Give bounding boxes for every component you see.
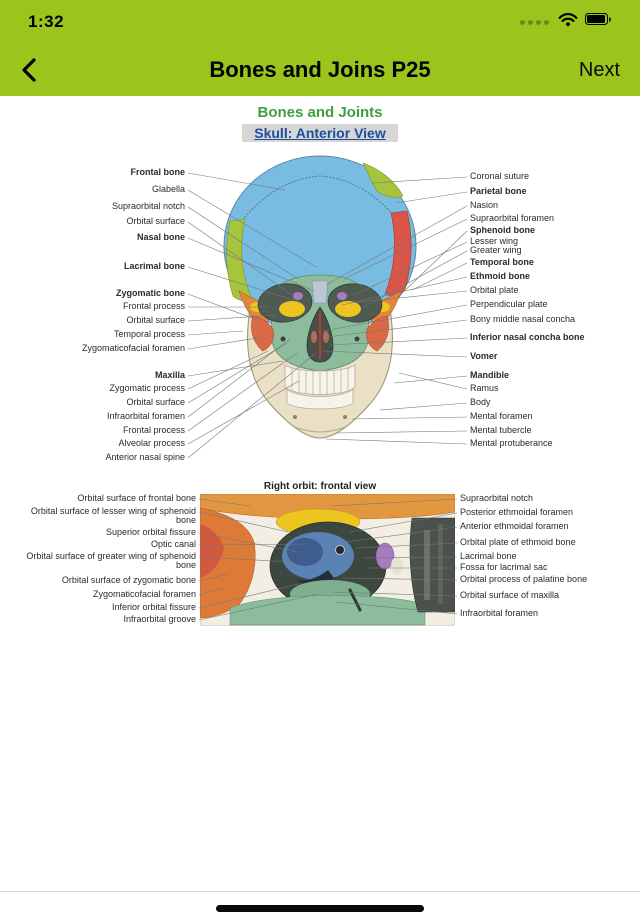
- anatomy-label: Fossa for lacrimal sac: [460, 562, 548, 572]
- back-button[interactable]: [18, 55, 48, 85]
- anatomy-label: Orbital surface of maxilla: [460, 590, 560, 600]
- anatomy-label: Nasal bone: [136, 232, 185, 242]
- anatomy-label: Orbital plate of ethmoid bone: [460, 537, 576, 547]
- anatomy-label: Frontal bone: [130, 167, 186, 177]
- skull-illustration: [223, 155, 417, 439]
- anatomy-label: Bony middle nasal concha: [470, 314, 576, 324]
- anatomy-label: Alveolar process: [118, 438, 185, 448]
- anatomy-label: Frontal process: [122, 425, 185, 435]
- status-bar: 1:32: [0, 0, 640, 44]
- anatomy-label: Temporal bone: [470, 257, 534, 267]
- anatomy-label: Infraorbital foramen: [460, 608, 539, 618]
- battery-icon: [585, 13, 612, 31]
- anatomy-label: Orbital surface: [126, 315, 185, 325]
- anatomy-label: Zygomaticofacial foramen: [81, 343, 185, 353]
- anatomy-label: Orbital surface of zygomatic bone: [61, 575, 196, 585]
- next-button[interactable]: Next: [578, 58, 620, 81]
- anatomy-label: Anterior nasal spine: [105, 452, 185, 462]
- home-indicator[interactable]: [216, 905, 424, 912]
- anatomy-label: Infraorbital groove: [123, 614, 196, 624]
- anatomy-label: Sphenoid bone: [470, 225, 535, 235]
- anatomy-label: Greater wing: [470, 245, 522, 255]
- anatomy-label: Anterior ethmoidal foramen: [460, 521, 569, 531]
- content-subheading: Skull: Anterior View: [242, 124, 398, 142]
- anatomy-label: Vomer: [470, 351, 498, 361]
- anatomy-label: Superior orbital fissure: [105, 527, 196, 537]
- cellular-signal-icon: [520, 19, 549, 25]
- clock: 1:32: [28, 12, 65, 31]
- bottom-divider: [0, 891, 640, 892]
- orbit-illustration: [200, 494, 455, 626]
- anatomy-label: Orbital surface: [126, 216, 185, 226]
- anatomy-label: Lesser wing: [470, 236, 519, 246]
- anatomy-label: Zygomatic bone: [115, 288, 185, 298]
- anatomy-label: Orbital surface of frontal bone: [77, 493, 196, 503]
- anatomy-label: Parietal bone: [470, 186, 527, 196]
- anatomy-label: Perpendicular plate: [470, 299, 548, 309]
- page-title: Bones and Joins P25: [209, 57, 431, 82]
- anatomy-label: Inferior orbital fissure: [111, 602, 196, 612]
- skull-anterior-diagram: Frontal bone Glabella Supraorbital notch…: [0, 145, 640, 475]
- anatomy-label: Inferior nasal concha bone: [470, 332, 585, 342]
- anatomy-label: Supraorbital notch: [460, 493, 534, 503]
- anatomy-label: Infraorbital foramen: [106, 411, 185, 421]
- anatomy-label: Supraorbital foramen: [470, 213, 555, 223]
- anatomy-label: Mental protuberance: [470, 438, 553, 448]
- anatomy-label: Zygomatic process: [109, 383, 185, 393]
- anatomy-label: Mental foramen: [470, 411, 533, 421]
- anatomy-label: Orbital process of palatine bone: [460, 574, 588, 584]
- anatomy-label: Zygomaticofacial foramen: [92, 589, 196, 599]
- anatomy-label: Nasion: [470, 200, 499, 210]
- anatomy-label: Orbital surface of greater wing of sphen…: [26, 551, 196, 571]
- anatomy-label: Orbital surface of lesser wing of spheno…: [30, 506, 196, 526]
- anatomy-label: Ramus: [470, 383, 499, 393]
- anatomy-label: Temporal process: [113, 329, 185, 339]
- anatomy-label: Optic canal: [150, 539, 196, 549]
- anatomy-label: Body: [470, 397, 491, 407]
- anatomy-label: Posterior ethmoidal foramen: [460, 507, 574, 517]
- wifi-icon: [558, 12, 578, 32]
- anatomy-label: Orbital surface: [126, 397, 185, 407]
- anatomy-label: Lacrimal bone: [123, 261, 185, 271]
- anatomy-label: Ethmoid bone: [470, 271, 530, 281]
- anatomy-label: Mandible: [470, 370, 510, 380]
- anatomy-label: Frontal process: [122, 301, 185, 311]
- diagram2-title: Right orbit: frontal view: [263, 481, 377, 492]
- right-orbit-diagram: Orbital surface of frontal bone Orbital …: [0, 492, 640, 644]
- anatomy-label: Lacrimal bone: [460, 551, 517, 561]
- anatomy-label: Mental tubercle: [470, 425, 532, 435]
- anatomy-label: Orbital plate: [470, 285, 519, 295]
- navigation-bar: Bones and Joins P25 Next: [0, 44, 640, 96]
- anatomy-label: Coronal suture: [470, 171, 530, 181]
- anatomy-label: Glabella: [151, 184, 185, 194]
- anatomy-label: Supraorbital notch: [111, 201, 185, 211]
- content-heading: Bones and Joints: [257, 104, 383, 121]
- anatomy-label: Maxilla: [154, 370, 185, 380]
